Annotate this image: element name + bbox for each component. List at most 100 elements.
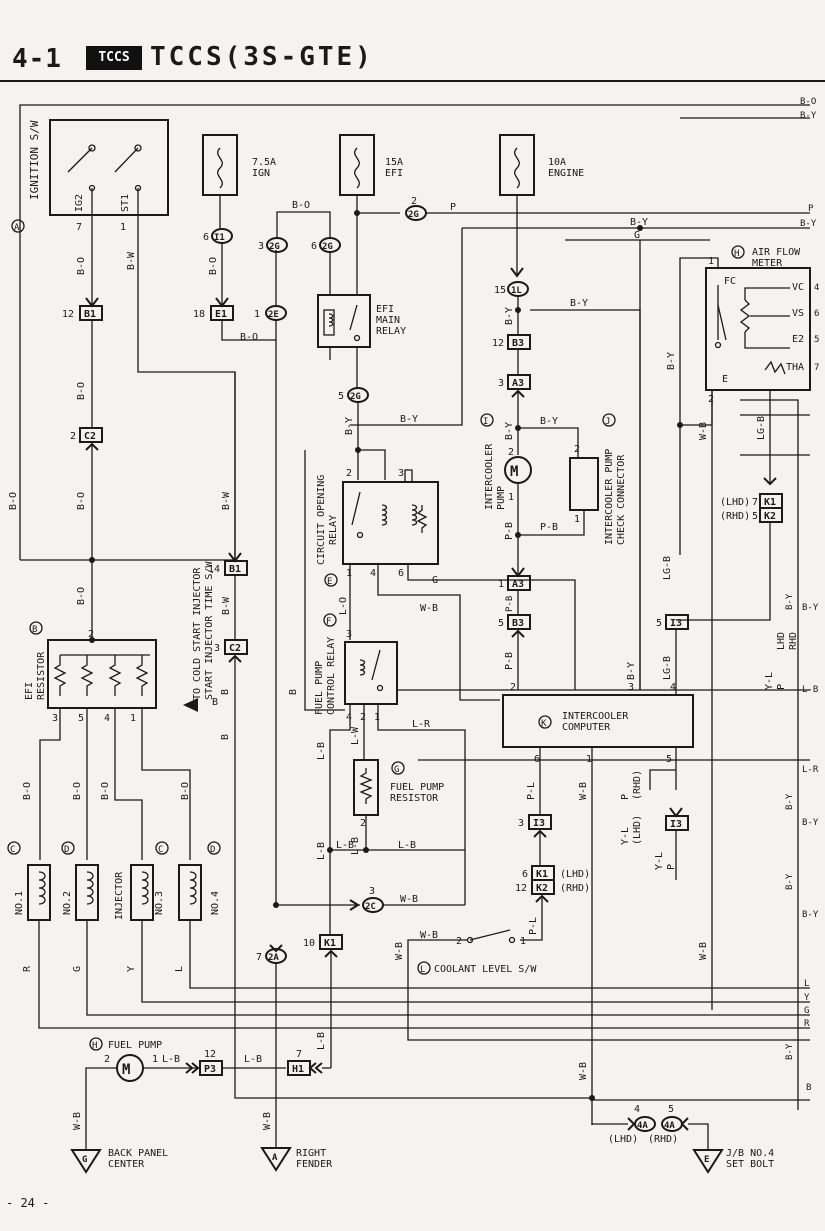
svg-text:H1: H1: [292, 1064, 304, 1075]
svg-text:NO.3: NO.3: [154, 891, 165, 915]
connector-k1-a: K1 10: [303, 934, 343, 958]
svg-text:E: E: [722, 374, 728, 385]
svg-text:2: 2: [708, 394, 714, 405]
svg-text:L-R: L-R: [802, 765, 819, 775]
svg-text:B-Y: B-Y: [666, 352, 677, 370]
svg-text:B: B: [806, 1083, 811, 1093]
svg-text:RIGHT: RIGHT: [296, 1148, 326, 1159]
svg-text:C: C: [10, 845, 15, 855]
svg-text:B: B: [32, 625, 37, 635]
cold-start-label-2: START INJECTOR TIME S/W: [204, 561, 215, 700]
svg-text:15A: 15A: [385, 157, 403, 168]
svg-text:RELAY: RELAY: [376, 326, 406, 337]
svg-text:RELAY: RELAY: [328, 515, 339, 545]
svg-text:L: L: [804, 979, 809, 989]
svg-text:K1: K1: [324, 938, 336, 949]
svg-text:E: E: [327, 577, 332, 587]
svg-text:B-Y: B-Y: [802, 603, 819, 613]
svg-text:W-B: W-B: [420, 930, 438, 941]
injectors: C D C D NO.1 NO.2 INJECTOR NO.3 NO.4: [7, 841, 221, 921]
svg-text:I3: I3: [670, 618, 682, 629]
svg-text:3: 3: [258, 241, 264, 252]
connector-2e: 2E 1: [254, 305, 287, 321]
svg-text:P-B: P-B: [504, 652, 515, 670]
svg-text:L-B: L-B: [350, 837, 361, 855]
svg-text:FUEL PUMP: FUEL PUMP: [314, 661, 325, 715]
svg-text:K2: K2: [536, 883, 548, 894]
connector-b3-b: B3 5: [498, 614, 531, 638]
svg-text:ENGINE: ENGINE: [548, 168, 584, 179]
wire-bo-1: B-O: [76, 257, 87, 275]
svg-text:THA: THA: [786, 362, 804, 373]
svg-text:H: H: [734, 249, 739, 259]
svg-text:1: 1: [508, 492, 514, 503]
svg-text:B-O: B-O: [240, 332, 258, 343]
svg-text:5: 5: [752, 511, 758, 522]
svg-text:B1: B1: [84, 309, 96, 320]
svg-text:C: C: [158, 845, 163, 855]
connector-b1: B1 12: [62, 297, 103, 321]
connector-i3-b: I3 5: [656, 614, 689, 630]
connector-i1: I1 6: [203, 228, 233, 244]
svg-text:P: P: [776, 684, 787, 690]
svg-text:SET BOLT: SET BOLT: [726, 1159, 774, 1170]
svg-text:5: 5: [338, 391, 344, 402]
connector-p3: P3 12: [199, 1049, 223, 1076]
connector-e1: E1 18: [193, 297, 234, 321]
svg-text:2: 2: [411, 196, 417, 207]
svg-text:3: 3: [52, 713, 58, 724]
system-badge: TCCS: [86, 46, 142, 70]
svg-text:3: 3: [518, 818, 524, 829]
st1-label: ST1: [120, 194, 131, 212]
svg-text:L-W: L-W: [350, 726, 361, 745]
svg-text:FUEL PUMP: FUEL PUMP: [390, 782, 444, 793]
bus-bo-label: B-O: [800, 97, 816, 107]
svg-text:COMPUTER: COMPUTER: [562, 722, 611, 733]
svg-text:6: 6: [522, 869, 528, 880]
svg-text:2: 2: [360, 712, 366, 723]
svg-text:B-Y: B-Y: [400, 414, 418, 425]
fuel-pump-resistor: G FUEL PUMP RESISTOR 2: [353, 759, 444, 829]
svg-text:L-B: L-B: [162, 1054, 180, 1065]
svg-text:PUMP: PUMP: [496, 486, 507, 510]
svg-text:Y-L: Y-L: [654, 852, 665, 870]
air-flow-meter: FC VC VS E2 E THA 4 6 5 7 H AIR FLOW MET…: [705, 245, 819, 405]
svg-text:2: 2: [508, 447, 514, 458]
svg-text:B-O: B-O: [22, 782, 33, 800]
svg-text:6: 6: [398, 568, 404, 579]
coolant-level-switch: 2 1 L COOLANT LEVEL S/W: [417, 929, 537, 975]
svg-text:1L: 1L: [511, 286, 522, 296]
ground-right-fender: A RIGHT FENDER: [260, 1147, 333, 1172]
svg-text:L-B: L-B: [316, 742, 327, 760]
svg-text:P3: P3: [204, 1064, 216, 1075]
connector-k1-k2-a: K1 K2 6 12 (LHD) (RHD): [515, 865, 590, 903]
svg-text:(RHD): (RHD): [720, 511, 750, 522]
connector-b3-a: B3 12: [492, 334, 531, 350]
svg-text:7: 7: [296, 1049, 302, 1060]
svg-text:Y: Y: [126, 966, 137, 972]
connector-b1-b: B1 14: [208, 552, 248, 576]
svg-text:2: 2: [360, 818, 366, 829]
svg-text:EFI: EFI: [376, 304, 394, 315]
svg-text:C2: C2: [84, 431, 96, 442]
svg-text:W-B: W-B: [578, 1062, 589, 1080]
circuit-opening-relay: 2 3 1 4 6 CIRCUIT OPENING RELAY E: [316, 468, 439, 587]
svg-text:METER: METER: [752, 258, 783, 269]
connector-1l: 1L 15: [494, 267, 529, 297]
svg-text:RHD: RHD: [788, 632, 799, 650]
svg-text:NO.4: NO.4: [210, 891, 221, 915]
svg-text:B: B: [212, 697, 218, 708]
svg-text:R: R: [804, 1019, 810, 1029]
svg-text:2: 2: [104, 1054, 110, 1065]
svg-text:W-B: W-B: [578, 782, 589, 800]
svg-text:INTERCOOLER PUMP: INTERCOOLER PUMP: [604, 449, 615, 545]
svg-text:L: L: [420, 965, 425, 975]
svg-text:K1: K1: [536, 869, 548, 880]
svg-text:P-B: P-B: [540, 522, 558, 533]
svg-text:A: A: [272, 1153, 278, 1163]
ground-jb-no4: E J/B NO.4 SET BOLT: [692, 1148, 774, 1174]
svg-text:B-Y: B-Y: [800, 219, 817, 229]
svg-text:3: 3: [214, 643, 220, 654]
wire-bo-left: B-O: [8, 492, 19, 510]
svg-text:H: H: [92, 1041, 97, 1051]
